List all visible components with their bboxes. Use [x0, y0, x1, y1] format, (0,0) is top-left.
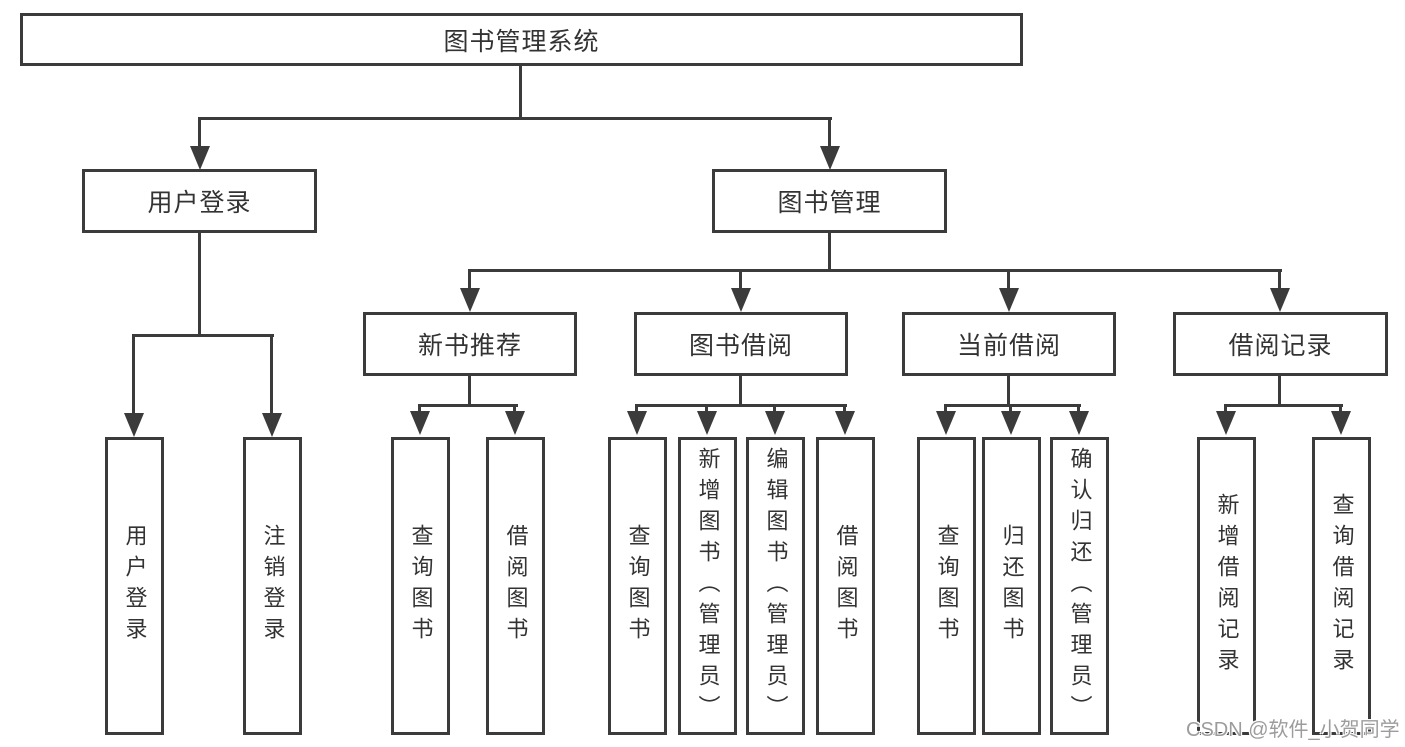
node-library-management-system: 图书管理系统	[20, 13, 1023, 66]
node-add-borrow-record: 新增借阅记录	[1197, 437, 1256, 735]
arrow-shaft	[739, 271, 742, 291]
node-logout: 注销登录	[243, 437, 302, 735]
node-return-books: 归还图书	[982, 437, 1041, 735]
arrow-down-icon	[410, 411, 430, 435]
node-user-login: 用户登录	[82, 169, 317, 233]
node-query-books-borrowing: 查询图书	[608, 437, 667, 735]
connector-vline	[739, 376, 742, 407]
connector-vline	[1007, 376, 1010, 407]
node-label: 查询图书	[408, 524, 434, 648]
node-edit-books-admin: 编辑图书（管理员）	[746, 437, 805, 735]
node-borrow-books-recommend: 借阅图书	[486, 437, 545, 735]
node-label: 查询借阅记录	[1329, 493, 1355, 679]
arrow-shaft	[635, 406, 638, 414]
arrow-shaft	[843, 406, 846, 414]
arrow-shaft	[513, 406, 516, 414]
arrow-down-icon	[124, 413, 144, 437]
arrow-down-icon	[1001, 411, 1021, 435]
arrow-down-icon	[262, 413, 282, 437]
arrow-shaft	[198, 118, 201, 148]
connector-vline	[198, 233, 201, 337]
node-label: 新增图书（管理员）	[695, 446, 721, 726]
connector-hline	[198, 117, 832, 120]
connector-hline	[944, 404, 1081, 407]
arrow-down-icon	[936, 411, 956, 435]
arrow-down-icon	[999, 288, 1019, 312]
node-label: 图书管理系统	[443, 27, 600, 56]
node-current-borrowing: 当前借阅	[902, 312, 1116, 376]
connector-vline	[828, 233, 831, 271]
node-query-borrow-record: 查询借阅记录	[1312, 437, 1371, 735]
connector-hline	[468, 269, 1282, 272]
node-borrow-books: 借阅图书	[816, 437, 875, 735]
arrow-shaft	[944, 406, 947, 414]
node-book-borrowing: 图书借阅	[634, 312, 848, 376]
node-label: 借阅记录	[1228, 332, 1333, 360]
arrow-shaft	[1224, 406, 1227, 414]
node-confirm-return-admin: 确认归还（管理员）	[1050, 437, 1109, 735]
arrow-down-icon	[505, 411, 525, 435]
node-label: 图书借阅	[688, 332, 793, 360]
node-label: 用户登录	[122, 524, 148, 648]
connector-vline	[468, 376, 471, 407]
node-label: 当前借阅	[956, 332, 1061, 360]
node-label: 新书推荐	[417, 332, 522, 360]
connector-vline	[519, 64, 522, 120]
node-label: 编辑图书（管理员）	[763, 446, 789, 726]
arrow-down-icon	[1270, 288, 1290, 312]
connector-hline	[132, 334, 274, 337]
arrow-shaft	[1077, 406, 1080, 414]
arrow-down-icon	[1069, 411, 1089, 435]
node-label: 归还图书	[999, 524, 1025, 648]
arrow-down-icon	[835, 411, 855, 435]
arrow-shaft	[1339, 406, 1342, 414]
arrow-down-icon	[190, 146, 210, 170]
node-label: 用户登录	[147, 189, 252, 217]
arrow-shaft	[773, 406, 776, 414]
arrow-down-icon	[731, 288, 751, 312]
node-new-book-recommend: 新书推荐	[363, 312, 577, 376]
node-label: 图书管理	[777, 189, 882, 217]
node-book-management: 图书管理	[712, 169, 947, 233]
node-label: 注销登录	[260, 524, 286, 648]
arrow-shaft	[468, 271, 471, 291]
arrow-shaft	[132, 336, 135, 416]
arrow-shaft	[1007, 271, 1010, 291]
arrow-shaft	[828, 118, 831, 148]
arrow-shaft	[1278, 271, 1281, 291]
node-label: 查询图书	[934, 524, 960, 648]
node-label: 新增借阅记录	[1214, 493, 1240, 679]
connector-hline	[418, 404, 518, 407]
node-query-books-current: 查询图书	[917, 437, 976, 735]
arrow-down-icon	[460, 288, 480, 312]
arrow-down-icon	[765, 411, 785, 435]
node-label: 借阅图书	[833, 524, 859, 648]
arrow-down-icon	[1331, 411, 1351, 435]
arrow-down-icon	[697, 411, 717, 435]
arrow-shaft	[1009, 406, 1012, 414]
node-user-login-leaf: 用户登录	[105, 437, 164, 735]
arrow-down-icon	[1216, 411, 1236, 435]
watermark: CSDN @软件_小贺同学	[1186, 719, 1400, 741]
node-label: 查询图书	[625, 524, 651, 648]
connector-vline	[1278, 376, 1281, 407]
node-label: 借阅图书	[503, 524, 529, 648]
node-query-books-recommend: 查询图书	[391, 437, 450, 735]
node-borrowing-records: 借阅记录	[1173, 312, 1388, 376]
node-add-books-admin: 新增图书（管理员）	[678, 437, 737, 735]
connector-hline	[635, 404, 847, 407]
arrow-down-icon	[820, 146, 840, 170]
arrow-shaft	[705, 406, 708, 414]
connector-hline	[1224, 404, 1343, 407]
arrow-shaft	[270, 336, 273, 416]
node-label: 确认归还（管理员）	[1067, 446, 1093, 726]
arrow-down-icon	[627, 411, 647, 435]
arrow-shaft	[418, 406, 421, 414]
